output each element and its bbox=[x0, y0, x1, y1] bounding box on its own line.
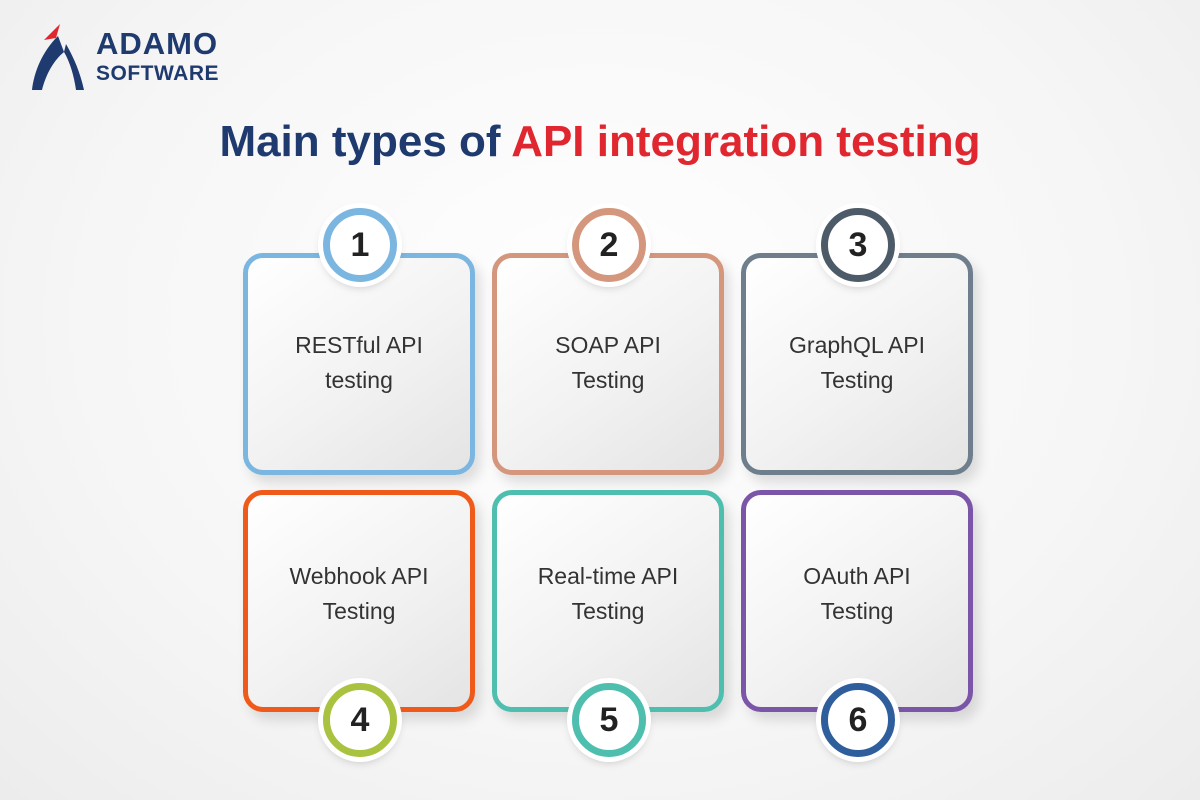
card-label-line1: GraphQL API bbox=[789, 332, 925, 358]
number-badge-3: 3 bbox=[821, 208, 895, 282]
number-badge-2: 2 bbox=[572, 208, 646, 282]
card-label: OAuth API Testing bbox=[746, 559, 968, 629]
brand-sub: SOFTWARE bbox=[96, 62, 219, 85]
card-graphql-api: GraphQL API Testing bbox=[741, 253, 973, 475]
number-badge-5: 5 bbox=[572, 683, 646, 757]
card-label-line1: Real-time API bbox=[537, 563, 679, 589]
card-realtime-api: Real-time API Testing bbox=[492, 490, 724, 712]
card-soap-api: SOAP API Testing bbox=[492, 253, 724, 475]
card-label: Webhook API Testing bbox=[248, 559, 470, 629]
card-label: Real-time API Testing bbox=[497, 559, 719, 629]
card-label-line1: SOAP API bbox=[555, 332, 661, 358]
brand-name: ADAMO bbox=[96, 26, 219, 61]
card-label: RESTful API testing bbox=[248, 328, 470, 398]
card-label-line2: Testing bbox=[571, 598, 645, 624]
card-label-line2: Testing bbox=[820, 367, 894, 393]
card-webhook-api: Webhook API Testing bbox=[243, 490, 475, 712]
card-label-line1: RESTful API bbox=[295, 332, 423, 358]
number-badge-4: 4 bbox=[323, 683, 397, 757]
title-part-main: Main types of bbox=[219, 117, 501, 166]
card-label: GraphQL API Testing bbox=[746, 328, 968, 398]
card-oauth-api: OAuth API Testing bbox=[741, 490, 973, 712]
card-label-line2: Testing bbox=[820, 598, 894, 624]
card-restful-api: RESTful API testing bbox=[243, 253, 475, 475]
card-label-line2: Testing bbox=[571, 367, 645, 393]
card-label-line2: Testing bbox=[322, 598, 396, 624]
number-badge-6: 6 bbox=[821, 683, 895, 757]
adamo-logo-icon bbox=[32, 24, 84, 90]
brand-logo: ADAMO SOFTWARE bbox=[28, 22, 278, 97]
card-label-line1: OAuth API bbox=[803, 563, 911, 589]
card-label-line1: Webhook API bbox=[289, 563, 429, 589]
page-title: Main types of API integration testing bbox=[0, 112, 1200, 172]
title-part-highlight: API integration testing bbox=[511, 117, 981, 166]
card-label-line2: testing bbox=[325, 367, 393, 393]
card-label: SOAP API Testing bbox=[497, 328, 719, 398]
number-badge-1: 1 bbox=[323, 208, 397, 282]
